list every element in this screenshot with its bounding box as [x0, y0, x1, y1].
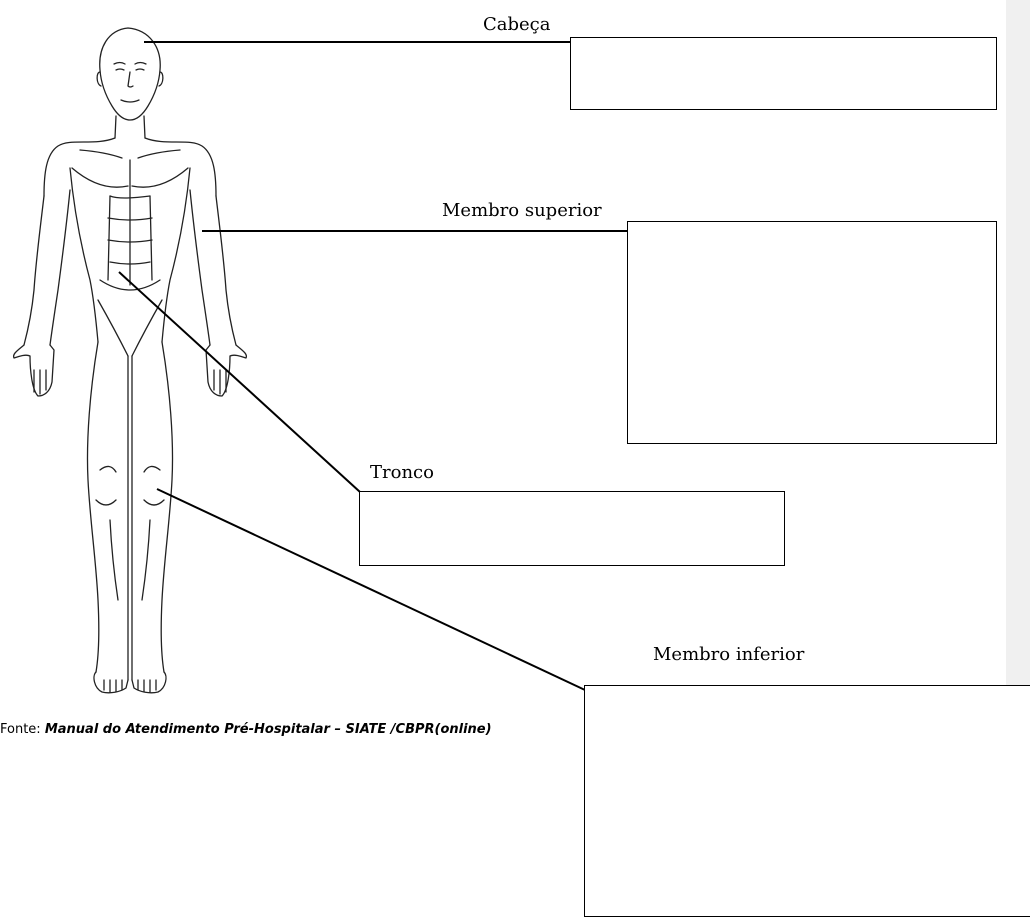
head-label: Cabeça [483, 14, 551, 35]
source-prefix: Fonte: [0, 722, 45, 737]
trunk-leader-line [119, 272, 360, 492]
upper-limb-answer-box[interactable] [627, 221, 997, 444]
upper-limb-label: Membro superior [442, 200, 602, 221]
human-body-outline [14, 28, 247, 693]
trunk-label: Tronco [370, 462, 434, 483]
lower-limb-answer-box[interactable] [584, 685, 1030, 917]
lower-limb-label: Membro inferior [653, 644, 804, 665]
trunk-answer-box[interactable] [359, 491, 785, 566]
source-caption: Fonte: Manual do Atendimento Pré-Hospita… [0, 722, 492, 737]
head-answer-box[interactable] [570, 37, 997, 110]
source-title: Manual do Atendimento Pré-Hospitalar – S… [45, 722, 492, 737]
